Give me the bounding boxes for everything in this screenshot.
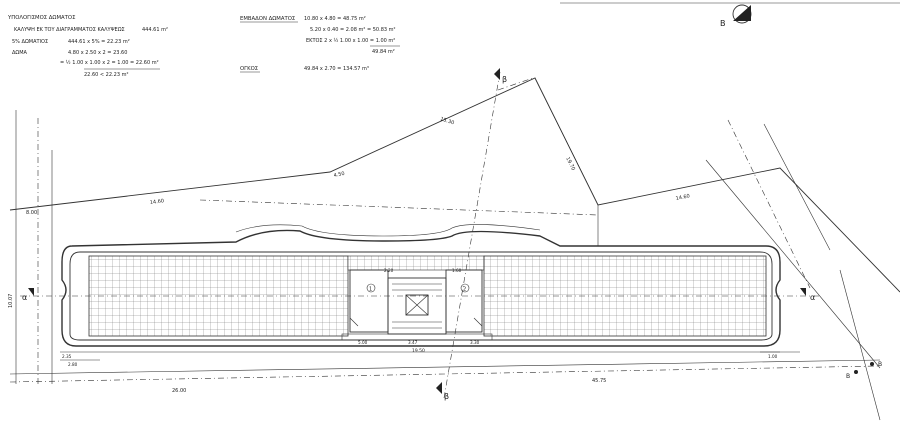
- room-1-number: 1: [369, 287, 372, 293]
- dim-45-75: 45.75: [592, 378, 606, 384]
- dim-14-60-left: 14.60: [150, 198, 165, 206]
- calc-right-line3: ΕΚΤΟΣ 2 x ½ 1.00 x 1.00 = 1.00 m²: [306, 37, 395, 44]
- north-arrow-fill: [733, 5, 751, 21]
- dim-3-30: 3.30: [470, 340, 480, 345]
- alpha-left-arrow: [28, 288, 34, 296]
- north-arrow: B: [720, 4, 752, 28]
- dim-4-50: 4.50: [333, 171, 345, 179]
- dim-19-70: 19.70: [564, 156, 576, 171]
- calc-left-title: ΥΠΟΛΟΓΙΣΜΟΣ ΔΩΜΑΤΟΣ: [7, 15, 76, 21]
- corner-labels: B B: [846, 361, 882, 380]
- street-line-bottom-2: [9, 359, 881, 375]
- core-base-strip: [341, 333, 493, 341]
- calc-right-line1: 10.80 x 4.80 = 48.75 m²: [304, 16, 366, 22]
- door-swing-2: [473, 317, 483, 327]
- alpha-left-label: α: [22, 293, 27, 302]
- roof-perimeter: [61, 229, 781, 347]
- calc-right-line2: 5.20 x 0.40 = 2.08 m² = 50.83 m²: [310, 27, 396, 33]
- stair-treads: [392, 283, 442, 329]
- volume-value: 49.84 x 2.70 = 134.57 m³: [304, 66, 369, 72]
- plot-boundary: [9, 77, 900, 421]
- calc-left-line1-value: 444.61 m²: [142, 27, 168, 33]
- calc-left-line3-label: ΔΩΜΑ: [12, 50, 28, 56]
- section-markers: α α β β: [20, 68, 820, 401]
- dim-1-00: 1.00: [768, 354, 778, 359]
- dim-1-60: 1.60: [452, 268, 462, 273]
- corner-point-1: [870, 362, 874, 366]
- volume-label: ΟΓΚΟΣ: [240, 66, 259, 72]
- corner-label-b1: B: [878, 361, 882, 368]
- calc-left-line2-value: 444.61 x 5% = 22.23 m²: [68, 39, 130, 45]
- corner-point-2: [854, 370, 858, 374]
- calc-left-line5-value: 22.60 < 22.23 m²: [84, 72, 128, 78]
- boundary-diagonal: [534, 77, 599, 206]
- beta-top-label: β: [502, 75, 507, 84]
- building-line-top: [199, 199, 599, 216]
- stair-void: [405, 294, 429, 316]
- plot-line-right-3: [763, 123, 831, 251]
- dim-2-35: 2.35: [62, 354, 72, 359]
- boundary-tie: [497, 77, 534, 91]
- roof-outline: [61, 224, 781, 347]
- dim-10-07: 10.07: [8, 294, 14, 308]
- core-block: 1 2: [341, 269, 493, 341]
- roof-ridge-line: [235, 224, 541, 237]
- dim-2-80: 2.80: [68, 362, 78, 367]
- calc-notes-left: ΥΠΟΛΟΓΙΣΜΟΣ ΔΩΜΑΤΟΣ ΚΑΛΥΨΗ ΕΚ ΤΟΥ ΔΙΑΓΡΑ…: [7, 15, 168, 78]
- room-1: [349, 269, 389, 333]
- dim-3-47: 3.47: [408, 340, 418, 345]
- room-2-number: 2: [463, 287, 466, 293]
- alpha-right-label: α: [810, 293, 815, 302]
- beta-bottom-label: β: [444, 392, 449, 401]
- dim-26-00: 26.00: [172, 388, 186, 394]
- dim-5-00: 5.00: [358, 340, 368, 345]
- section-line-beta: [443, 71, 501, 399]
- calc-right-title: ΕΜΒΑΔΟΝ ΔΩΜΑΤΟΣ: [240, 16, 296, 22]
- dim-2-20: 2.20: [384, 268, 394, 273]
- calc-right-line4: 49.84 m²: [372, 49, 395, 55]
- plot-line-far-right: [839, 269, 881, 421]
- beta-bottom-arrow: [436, 382, 442, 394]
- dimensions: 15.30 19.70 4.50 14.60 14.60 8.00 10.07 …: [8, 116, 800, 394]
- calc-left-line1: ΚΑΛΥΨΗ ΕΚ ΤΟΥ ΔΙΑΓΡΑΜΜΑΤΟΣ ΚΑΛΥΨΕΩΣ: [14, 27, 125, 33]
- plot-line-right-dash: [727, 119, 811, 289]
- calc-notes-right: ΕΜΒΑΔΟΝ ΔΩΜΑΤΟΣ 10.80 x 4.80 = 48.75 m² …: [240, 16, 400, 73]
- stair-well: [387, 277, 447, 335]
- roof-inner-edge: [69, 251, 773, 341]
- alpha-right-arrow: [800, 288, 806, 296]
- room-1-marker: [366, 283, 376, 293]
- dim-8-00: 8.00: [26, 210, 37, 216]
- terrace-middle-strip: [347, 255, 485, 271]
- calc-left-line2-label: 5% ΔΩΜΑΤΙΟΣ: [12, 39, 48, 45]
- beta-top-arrow: [494, 68, 500, 80]
- dim-15-30: 15.30: [439, 116, 454, 126]
- street-line-bottom: [9, 365, 881, 383]
- door-swing-1: [349, 317, 359, 327]
- room-2: [445, 269, 483, 333]
- north-arrow-label: B: [720, 19, 726, 28]
- dim-14-60-right: 14.60: [675, 193, 690, 202]
- dim-19-50: 19.50: [412, 348, 425, 354]
- calc-left-line4-value: = ½ 1.00 x 1.00 x 2 = 1.00 = 22.60 m²: [60, 59, 159, 66]
- plot-line-right: [705, 159, 881, 369]
- calc-left-line3-value: 4.80 x 2.50 x 2 = 23.60: [68, 50, 127, 56]
- void-cross-2: [405, 294, 429, 316]
- room-2-marker: [460, 283, 470, 293]
- corner-label-b2: B: [846, 373, 850, 380]
